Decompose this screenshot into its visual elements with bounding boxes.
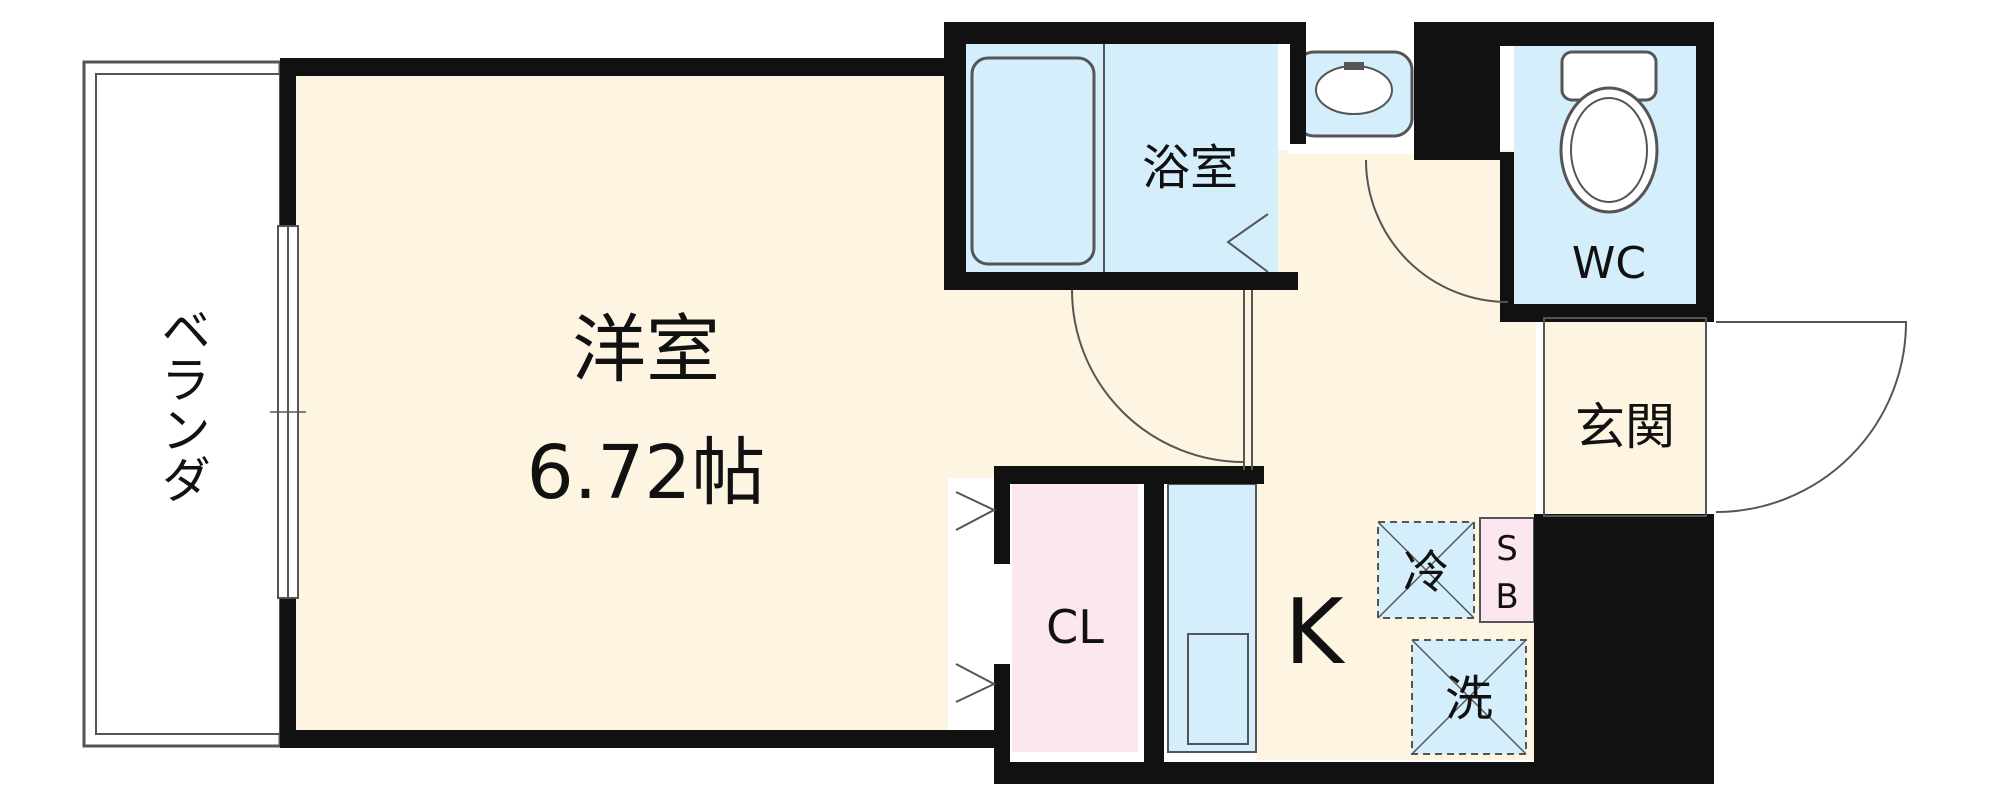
veranda xyxy=(82,60,282,748)
entrance-frame xyxy=(1543,317,1707,517)
entrance-label: 玄関 xyxy=(1575,398,1675,456)
washer-label: 洗 xyxy=(1445,671,1493,727)
walls xyxy=(280,22,1714,784)
closet-label: CL xyxy=(1046,600,1104,654)
western-room-floor xyxy=(292,74,948,742)
window xyxy=(270,225,306,599)
toilet xyxy=(1559,50,1659,214)
veranda-label: ベランダ xyxy=(153,304,211,504)
washer-space xyxy=(1411,639,1527,755)
door-swings xyxy=(955,159,1908,703)
bath-label: 浴室 xyxy=(1142,140,1238,196)
fridge-space xyxy=(1377,521,1475,619)
western-room-label: 洋室 xyxy=(572,307,720,393)
entrance-floor xyxy=(1544,318,1706,516)
bathtub xyxy=(970,56,1096,266)
kitchen-counter xyxy=(1167,483,1257,753)
western-room-size: 6.72帖 xyxy=(527,430,766,516)
shoe-box-label-top: S xyxy=(1496,529,1518,569)
sink-basin xyxy=(1187,633,1249,745)
fridge-label: 冷 xyxy=(1403,545,1449,599)
wc-label: WC xyxy=(1572,238,1646,289)
closet-floor xyxy=(1012,484,1138,752)
shoe-box-label-bottom: B xyxy=(1495,577,1518,617)
hall-floor xyxy=(948,282,1268,478)
kitchen-label: K xyxy=(1284,580,1345,685)
